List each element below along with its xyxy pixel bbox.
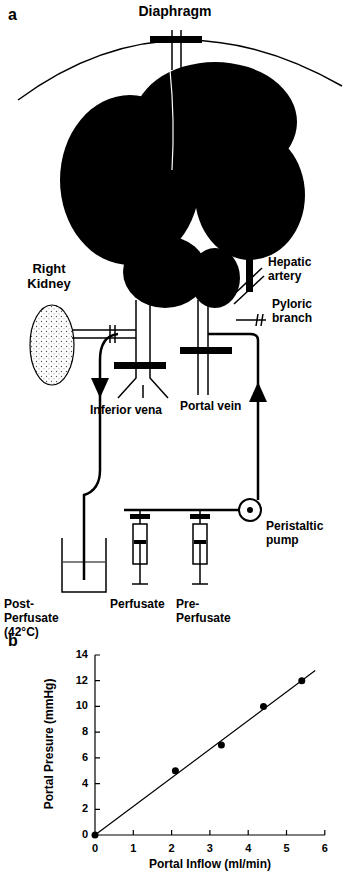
- axis-title: Portal Inflow (ml/min): [100, 858, 320, 872]
- part-label: Pre-Perfusate: [176, 598, 238, 626]
- part-label: Right Kidney: [10, 262, 88, 292]
- axis-tick-label: 8: [60, 725, 88, 738]
- axis-title: Portal Presure (mmHg): [43, 660, 57, 828]
- axis-tick-label: 14: [60, 648, 88, 661]
- axis-tick-label: 2: [60, 802, 88, 815]
- axis-tick-label: 6: [60, 751, 88, 764]
- part-label: Perfusate: [110, 598, 176, 612]
- panel-letter: b: [8, 632, 30, 650]
- part-label: Portal vein: [180, 400, 260, 414]
- axis-tick-label: 4: [60, 777, 88, 790]
- part-label: Hepatic artery: [268, 256, 348, 284]
- axis-tick-label: 5: [275, 842, 299, 855]
- axis-tick-label: 4: [236, 842, 260, 855]
- part-label: Diaphragm: [120, 3, 230, 19]
- axis-tick-label: 6: [313, 842, 337, 855]
- axis-tick-label: 10: [60, 699, 88, 712]
- axis-tick-label: 12: [60, 674, 88, 687]
- axis-tick-label: 1: [121, 842, 145, 855]
- part-label: Peristaltic pump: [266, 520, 348, 548]
- part-label: Inferior vena: [90, 404, 190, 418]
- axis-tick-label: 0: [83, 842, 107, 855]
- axis-tick-label: 3: [198, 842, 222, 855]
- panel-letter: a: [8, 6, 30, 24]
- axis-tick-label: 0: [60, 828, 88, 841]
- axis-tick-label: 2: [160, 842, 184, 855]
- part-label: Pyloric branch: [272, 298, 350, 326]
